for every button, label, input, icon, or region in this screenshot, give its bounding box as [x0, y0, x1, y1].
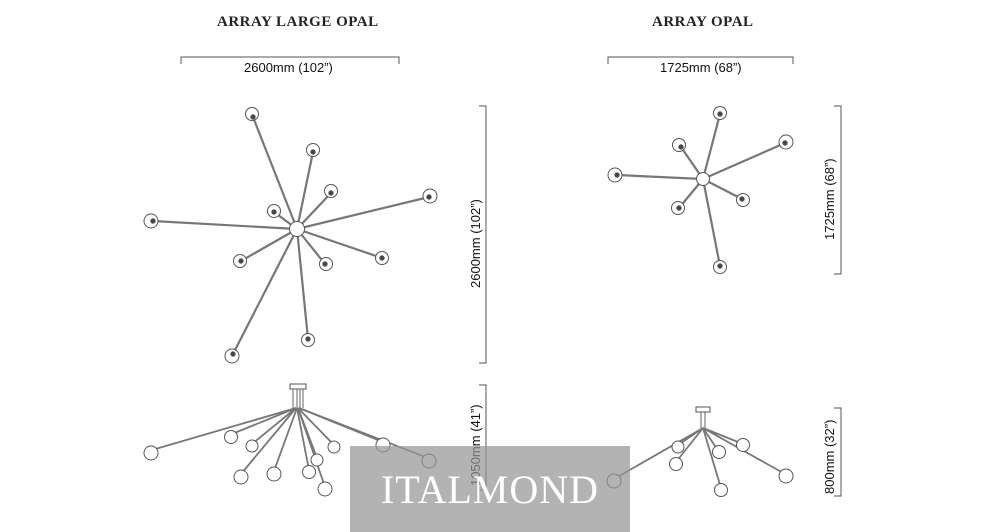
- large-top-view: [143, 107, 438, 364]
- small-width-bracket: [607, 56, 794, 64]
- watermark-banner: ITALMOND: [350, 446, 630, 532]
- watermark-text: ITALMOND: [380, 466, 600, 512]
- small-side-view: [606, 406, 794, 497]
- large-width-bracket: [180, 56, 400, 64]
- large-width-dimension: 2600mm (102”): [244, 60, 333, 75]
- large-height-bracket: [479, 105, 487, 364]
- small-height-bracket: [834, 105, 842, 275]
- title-array-large-opal: ARRAY LARGE OPAL: [217, 14, 379, 30]
- small-top-view: [607, 106, 794, 274]
- small-width-dimension: 1725mm (68”): [660, 60, 742, 75]
- title-array-opal: ARRAY OPAL: [652, 14, 754, 30]
- small-drop-bracket: [834, 407, 842, 497]
- dimension-brackets: [180, 56, 842, 497]
